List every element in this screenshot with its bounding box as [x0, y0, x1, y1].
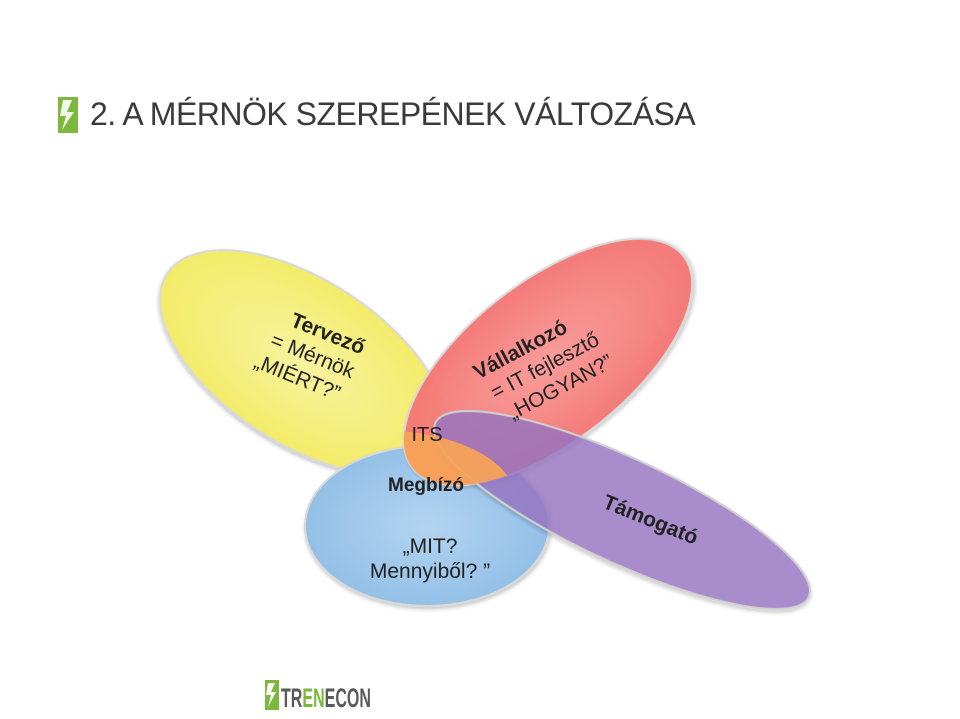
megbizo-question-2: Mennyiből? ”: [370, 560, 490, 583]
its-label: ITS: [411, 424, 442, 446]
svg-text:TRENECON: TRENECON: [281, 683, 371, 713]
title-bullet-icon: [58, 97, 78, 133]
megbizo-title: Megbízó: [388, 475, 464, 496]
logo-text-1: TR: [281, 683, 302, 713]
tervezo-label-group: Tervező = Mérnök „MIÉRT?”: [251, 309, 368, 406]
logo-text-2: EN: [302, 683, 324, 713]
tamogato-petal: [433, 410, 811, 610]
trenecon-logo: TRENECON: [265, 680, 371, 713]
page-title: 2. A MÉRNÖK SZEREPÉNEK VÁLTOZÁSA: [90, 96, 696, 132]
megbizo-question: „MIT?: [403, 535, 458, 558]
logo-text-3: ECON: [325, 683, 371, 713]
